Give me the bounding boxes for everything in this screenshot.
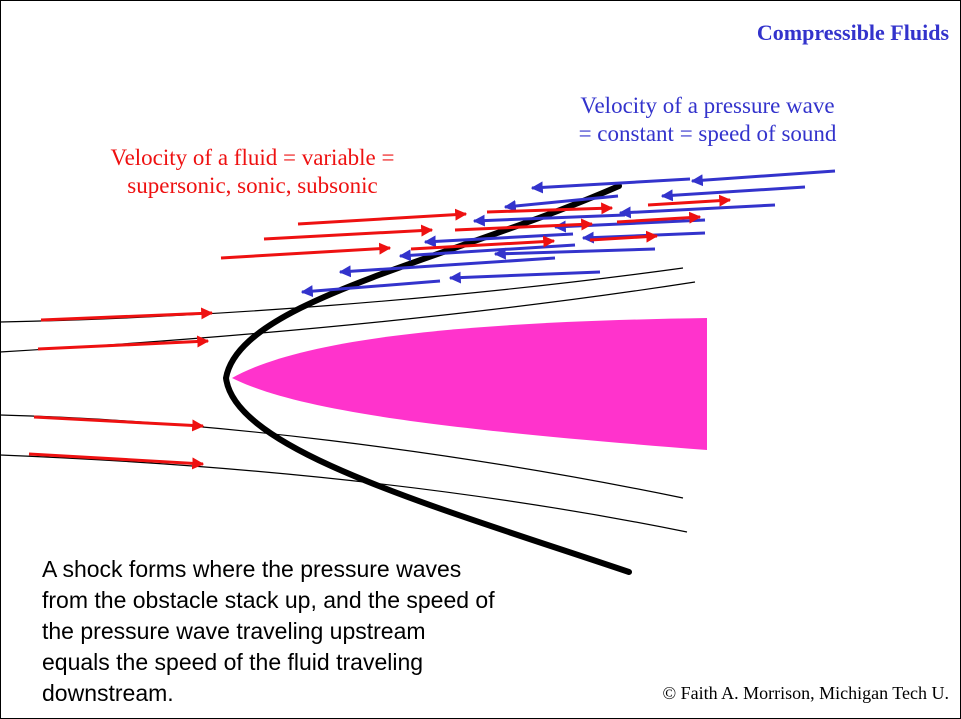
fluid-velocity-label-line: supersonic, sonic, subsonic bbox=[127, 173, 378, 198]
wave-arrow bbox=[503, 194, 619, 212]
caption-line: equals the speed of the fluid traveling bbox=[42, 649, 424, 675]
fluid-arrow bbox=[616, 211, 702, 224]
shock-explanation: A shock forms where the pressure waves f… bbox=[42, 554, 495, 709]
fluid-arrow bbox=[40, 307, 214, 322]
fluid-arrow bbox=[647, 194, 732, 207]
fluid-arrow bbox=[486, 202, 614, 215]
wave-arrow bbox=[690, 169, 836, 187]
fluid-velocity-label-line: Velocity of a fluid = variable = bbox=[110, 145, 395, 170]
fluid-arrow bbox=[410, 235, 556, 251]
pressure-wave-label-line: Velocity of a pressure wave bbox=[580, 93, 835, 118]
fluid-arrow bbox=[297, 208, 468, 226]
wave-arrow bbox=[493, 247, 656, 260]
fluid-arrows bbox=[28, 194, 732, 470]
wave-arrow bbox=[300, 279, 441, 298]
wave-arrow bbox=[530, 177, 691, 194]
streamline bbox=[0, 454, 688, 533]
caption-line: from the obstacle stack up, and the spee… bbox=[42, 587, 495, 613]
shock-wave bbox=[222, 183, 632, 575]
fluid-arrow bbox=[263, 224, 434, 241]
wave-arrow bbox=[472, 213, 626, 227]
wave-arrow bbox=[660, 185, 806, 202]
wave-arrow bbox=[338, 256, 556, 278]
streamline bbox=[0, 267, 684, 323]
obstacle-wedge bbox=[232, 318, 707, 450]
wave-arrow bbox=[618, 203, 776, 219]
fluid-arrow bbox=[37, 335, 210, 351]
copyright-notice: © Faith A. Morrison, Michigan Tech U. bbox=[662, 683, 949, 703]
wave-arrow bbox=[448, 270, 601, 284]
pressure-wave-label: Velocity of a pressure wave = constant =… bbox=[545, 92, 870, 148]
fluid-arrow bbox=[33, 415, 205, 432]
caption-line: A shock forms where the pressure waves bbox=[42, 556, 462, 582]
fluid-arrow bbox=[28, 452, 205, 470]
fluid-velocity-label: Velocity of a fluid = variable = superso… bbox=[70, 144, 435, 200]
caption-line: downstream. bbox=[42, 680, 174, 706]
fluid-arrow bbox=[589, 230, 659, 243]
wave-arrow bbox=[423, 232, 574, 248]
pressure-wave-label-line: = constant = speed of sound bbox=[578, 121, 837, 146]
fluid-arrow bbox=[220, 242, 392, 260]
caption-line: the pressure wave traveling upstream bbox=[42, 618, 426, 644]
slide-title: Compressible Fluids bbox=[756, 20, 949, 45]
fluid-arrow bbox=[454, 218, 594, 232]
